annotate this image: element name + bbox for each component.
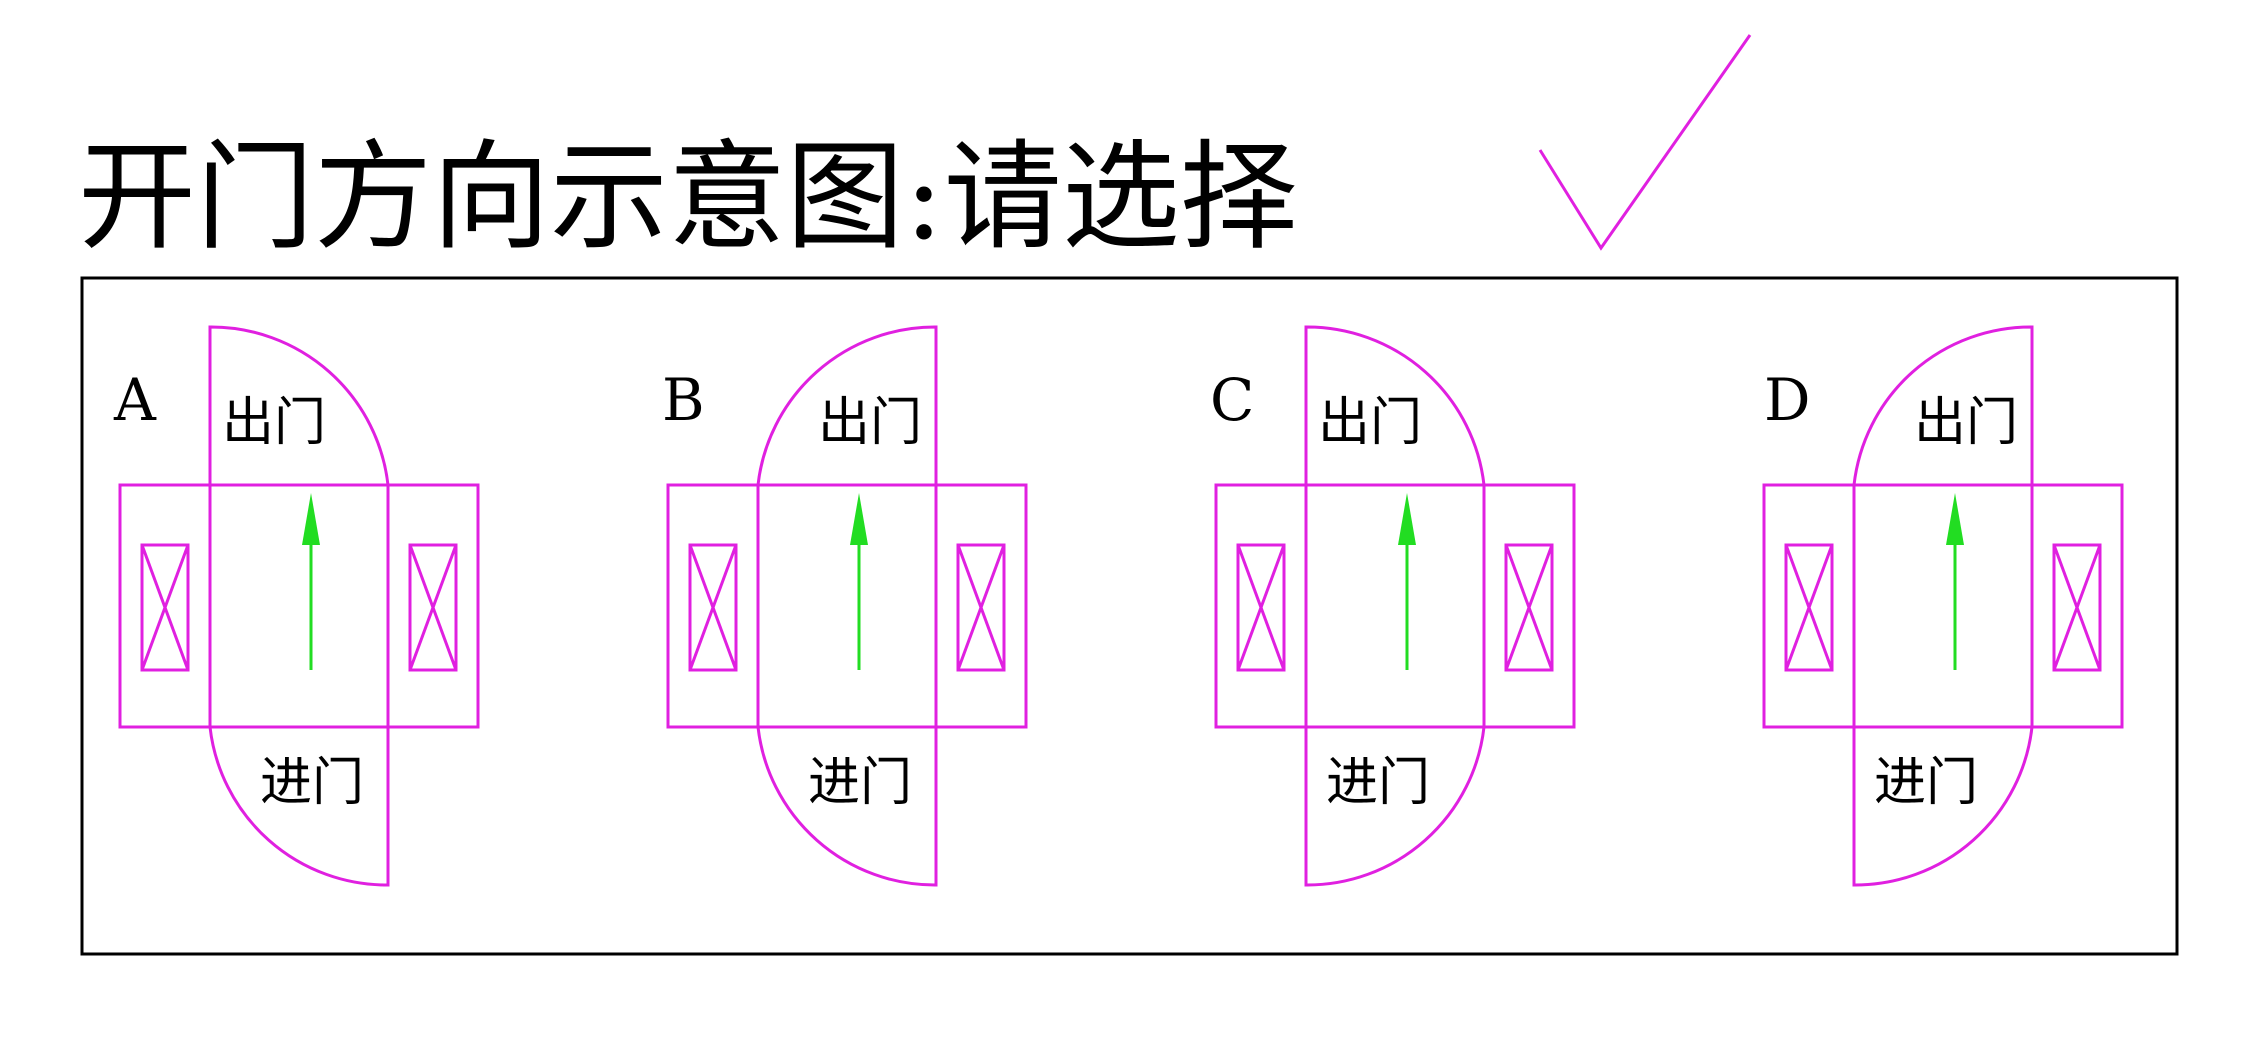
page-title: 开门方向示意图:请选择 xyxy=(78,128,1298,266)
direction-arrow-head xyxy=(1398,493,1416,545)
direction-arrow-head xyxy=(1946,493,1964,545)
exit-swing-arc xyxy=(1304,325,1486,486)
left-pillar-cross-b xyxy=(688,544,738,671)
enter-swing-arc xyxy=(1852,726,2034,887)
enter-swing-arc xyxy=(1304,726,1486,887)
enter-label: 进门 xyxy=(1874,753,1978,813)
right-pillar-cross-b xyxy=(408,544,458,671)
enter-swing-arc xyxy=(208,726,390,887)
right-pillar-cross-b xyxy=(2052,544,2102,671)
door-frame-outline xyxy=(1214,483,1576,729)
left-pillar-cross-b xyxy=(140,544,190,671)
enter-label: 进门 xyxy=(1326,753,1430,813)
option-letter: B xyxy=(662,366,705,434)
enter-swing-arc xyxy=(756,726,938,887)
direction-arrow-head xyxy=(850,493,868,545)
left-pillar-cross-b xyxy=(1784,544,1834,671)
exit-label: 出门 xyxy=(818,393,922,453)
exit-swing-arc xyxy=(756,325,938,486)
option-letter: C xyxy=(1210,366,1254,434)
right-pillar-box xyxy=(1504,543,1554,672)
door-frame-outline xyxy=(666,483,1028,729)
check-mark-icon[interactable] xyxy=(1538,34,1752,251)
options-frame xyxy=(80,276,2179,956)
exit-swing-arc xyxy=(208,325,390,486)
exit-swing-arc xyxy=(1852,325,2034,486)
exit-label: 出门 xyxy=(1914,393,2018,453)
enter-label: 进门 xyxy=(808,753,912,813)
option-letter: D xyxy=(1764,366,1811,434)
left-pillar-box xyxy=(140,543,190,672)
left-pillar-box xyxy=(1784,543,1834,672)
exit-label: 出门 xyxy=(1318,393,1422,453)
door-frame-outline xyxy=(1762,483,2124,729)
door-frame-outline xyxy=(118,483,480,729)
enter-label: 进门 xyxy=(260,753,364,813)
exit-label: 出门 xyxy=(222,393,326,453)
left-pillar-box xyxy=(688,543,738,672)
right-pillar-box xyxy=(408,543,458,672)
left-pillar-box xyxy=(1236,543,1286,672)
right-pillar-cross-b xyxy=(956,544,1006,671)
direction-arrow-head xyxy=(302,493,320,545)
right-pillar-box xyxy=(2052,543,2102,672)
right-pillar-cross-b xyxy=(1504,544,1554,671)
right-pillar-box xyxy=(956,543,1006,672)
left-pillar-cross-b xyxy=(1236,544,1286,671)
option-letter: A xyxy=(113,366,157,434)
